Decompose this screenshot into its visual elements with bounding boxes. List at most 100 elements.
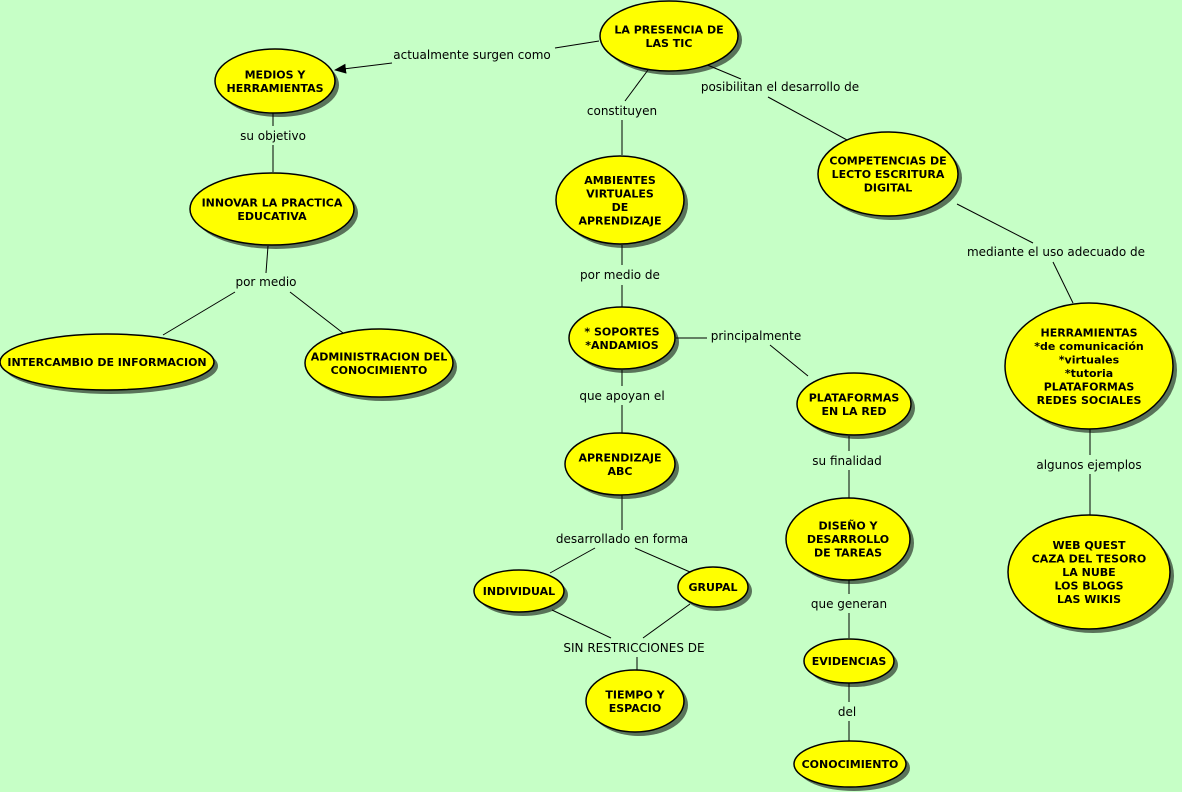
node-label-line: * SOPORTES (584, 325, 659, 338)
node-label-line: ADMINISTRACION DEL (311, 350, 448, 363)
link-ejemplos: algunos ejemplos (1036, 458, 1141, 472)
node-label-line: HERRAMIENTAS (226, 82, 323, 95)
node-label-line: AMBIENTES (584, 174, 656, 187)
node-label-line: TIEMPO Y (605, 688, 665, 701)
node-label-line: *virtuales (1059, 353, 1120, 366)
edge-pormedio-administracion (289, 291, 344, 334)
edge-mediante-herramientas (1052, 261, 1074, 304)
edge-pormedio-intercambio (162, 291, 236, 336)
node-label-line: DE TAREAS (814, 547, 882, 560)
node-shape (803, 638, 895, 684)
node-label-line: GRUPAL (688, 581, 737, 594)
link-del: del (838, 705, 856, 719)
concept-herramientas[interactable]: HERRAMIENTAS*de comunicación*virtuales*t… (1004, 302, 1177, 433)
edge-individual-sin (551, 609, 612, 639)
node-label-line: WEB QUEST (1052, 539, 1126, 552)
node-shape (473, 569, 565, 613)
node-label-line: CAZA DEL TESORO (1032, 553, 1147, 566)
link-generan: que generan (811, 597, 887, 611)
edge-tic-constituyen (624, 69, 649, 102)
link-posibilitan: posibilitan el desarrollo de (701, 80, 859, 94)
node-label-line: LECTO ESCRITURA (832, 168, 945, 181)
node-label-line: MEDIOS Y (245, 68, 307, 81)
node-shape (785, 497, 911, 581)
node-label-line: APRENDIZAJE (578, 451, 661, 464)
node-shape (1004, 302, 1174, 430)
node-label-line: DESARROLLO (807, 533, 889, 546)
node-label-line: LAS WIKIS (1057, 593, 1121, 606)
edge-competencias-mediante (956, 203, 1034, 244)
link-objetivo: su objetivo (240, 129, 306, 143)
edge-desarrollado-individual (549, 547, 596, 574)
edge-principalmente-plataformas (769, 344, 809, 377)
node-label-line: HERRAMIENTAS (1040, 326, 1137, 339)
link-desarrollado: desarrollado en forma (556, 532, 688, 546)
node-label-line: INNOVAR LA PRACTICA (202, 196, 343, 209)
edge-posibilitan-competencias (767, 96, 848, 141)
link-principalmente: principalmente (711, 329, 802, 343)
node-label-line: PLATAFORMAS (1044, 380, 1135, 393)
concept-conocimiento[interactable]: CONOCIMIENTO (793, 740, 910, 791)
concept-evidencias[interactable]: EVIDENCIAS (803, 638, 898, 687)
concept-grupal[interactable]: GRUPAL (677, 566, 752, 611)
concept-soportes[interactable]: * SOPORTES*ANDAMIOS (568, 306, 679, 373)
node-label-line: LA NUBE (1062, 566, 1115, 579)
link-finalidad: su finalidad (812, 454, 881, 468)
node-label-line: *ANDAMIOS (585, 339, 659, 352)
link-por-medio: por medio (235, 275, 296, 289)
edge-innovar-pormedio (265, 245, 269, 274)
link-sin-restricciones: SIN RESTRICCIONES DE (563, 641, 704, 655)
link-constituyen: constituyen (587, 104, 657, 118)
node-shape (564, 432, 676, 496)
node-label-line: INDIVIDUAL (483, 585, 555, 598)
node-shape (555, 155, 685, 245)
node-label-line: DE (612, 201, 629, 214)
node-label-line: LA PRESENCIA DE (614, 23, 723, 36)
node-shape (585, 669, 685, 733)
node-shape (568, 306, 676, 370)
node-label-line: EDUCATIVA (237, 210, 307, 223)
node-label-line: INTERCAMBIO DE INFORMACION (7, 356, 206, 369)
node-label-line: LOS BLOGS (1054, 580, 1123, 593)
node-label-line: LAS TIC (646, 37, 693, 50)
node-label-line: CONOCIMIENTO (331, 364, 428, 377)
node-shape (1007, 514, 1171, 630)
node-label-line: EVIDENCIAS (812, 655, 887, 668)
node-label-line: *de comunicación (1034, 340, 1144, 353)
node-shape (189, 172, 355, 246)
node-shape (214, 48, 336, 114)
node-label-line: VIRTUALES (586, 187, 654, 200)
node-label-line: EN LA RED (821, 405, 886, 418)
node-label-line: COMPETENCIAS DE (829, 155, 946, 168)
node-shape (796, 372, 912, 436)
link-labels: actualmente surgen como su objetivo por … (235, 48, 1145, 719)
edge-desarrollado-grupal (634, 547, 691, 573)
concept-individual[interactable]: INDIVIDUAL (473, 569, 568, 616)
node-shape (0, 333, 215, 391)
node-shape (304, 328, 454, 398)
node-label-line: ABC (608, 465, 633, 478)
edge-tic-surgen (554, 40, 600, 49)
edge-grupal-sin (642, 603, 691, 639)
node-label-line: CONOCIMIENTO (802, 758, 899, 771)
link-surgen: actualmente surgen como (393, 48, 551, 62)
node-shape (677, 566, 749, 608)
concept-intercambio[interactable]: INTERCAMBIO DE INFORMACION (0, 333, 218, 394)
node-label-line: *tutoria (1065, 367, 1113, 380)
node-label-line: DIGITAL (864, 182, 913, 195)
node-label-line: ESPACIO (609, 702, 662, 715)
link-por-medio-de: por medio de (580, 268, 660, 282)
edges (162, 40, 1091, 741)
